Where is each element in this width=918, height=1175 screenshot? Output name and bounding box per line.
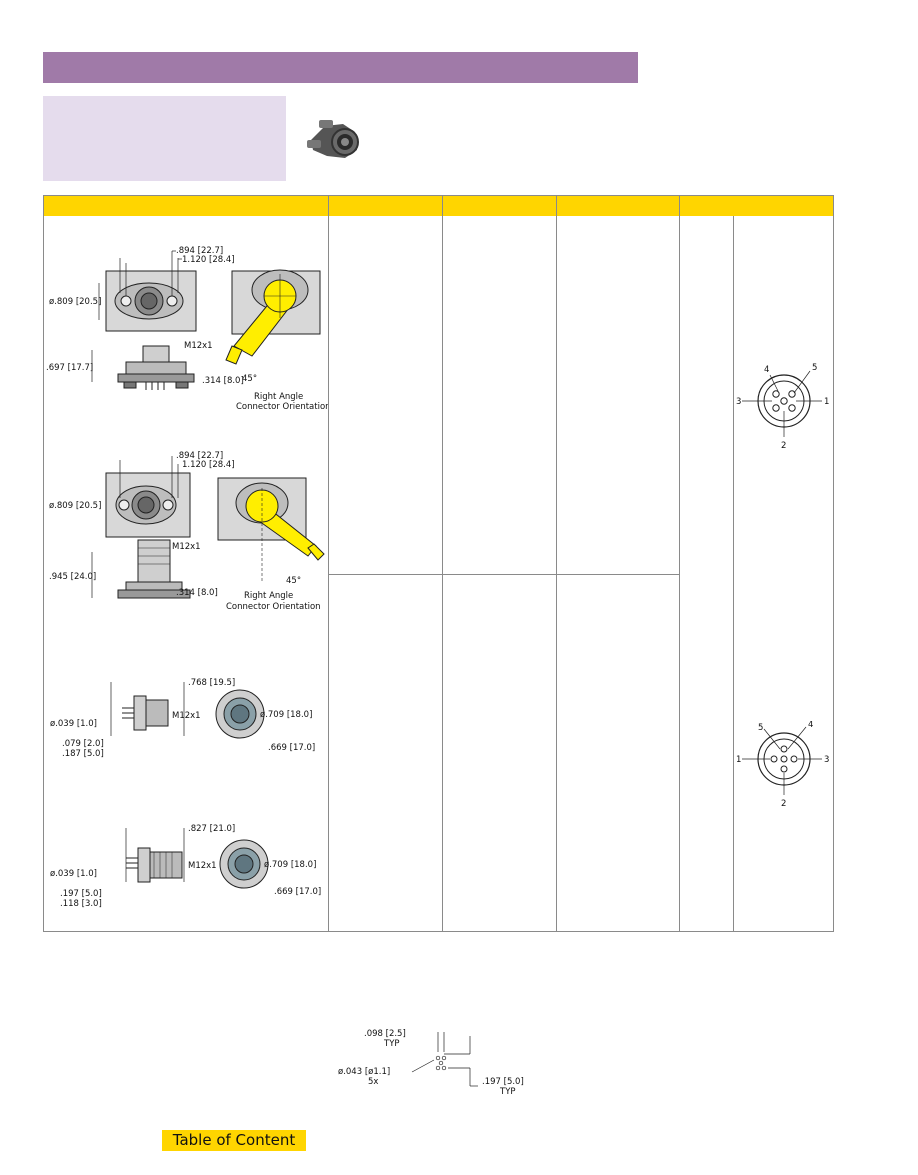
footprint-hole-count: 5x	[368, 1077, 378, 1087]
dim-pin-dia: ø.039 [1.0]	[50, 869, 97, 879]
pin-label: 5	[812, 363, 817, 373]
dim-angle: 45°	[242, 374, 257, 384]
dim-width: .894 [22.7]	[176, 246, 223, 256]
dimension-drawing-2: .894 [22.7] 1.120 [28.4] ø.809 [20.5] M1…	[49, 451, 325, 612]
col-divider	[733, 216, 734, 931]
row-divider	[328, 574, 680, 575]
pin-label: 1	[824, 397, 829, 407]
footprint-spacing-note: TYP	[383, 1039, 400, 1049]
pin-label: 3	[736, 397, 741, 407]
footprint-hole: ø.043 [ø1.1]	[338, 1067, 390, 1077]
footprint-pitch-note: TYP	[499, 1087, 516, 1097]
dim-dia: ø.709 [18.0]	[264, 860, 316, 870]
orientation-label-2: Connector Orientation	[236, 402, 328, 412]
pin-label: 2	[781, 799, 786, 809]
dim-length: .768 [19.5]	[188, 678, 235, 688]
dim-b: .187 [5.0]	[62, 749, 104, 759]
pin-label: 3	[824, 755, 829, 765]
dim-thread: M12x1	[172, 542, 201, 552]
dim-angle: 45°	[286, 576, 301, 586]
dim-a: .079 [2.0]	[62, 739, 104, 749]
header-cell-5	[680, 196, 833, 216]
table-of-content-link[interactable]: Table of Content	[162, 1130, 306, 1151]
dim-pin-dia: ø.039 [1.0]	[50, 719, 97, 729]
header-cell-3	[443, 196, 557, 216]
dim-flat: .669 [17.0]	[268, 743, 315, 753]
pin-label: 2	[781, 441, 786, 451]
pin-label: 5	[758, 723, 763, 733]
dim-flat: .669 [17.0]	[274, 887, 321, 897]
dimension-drawing-3: .768 [19.5] M12x1 ø.039 [1.0] .079 [2.0]…	[50, 678, 315, 759]
dim-width2: 1.120 [28.4]	[182, 255, 235, 265]
col-divider	[556, 216, 557, 931]
dim-length: .827 [21.0]	[188, 824, 235, 834]
section-banner	[43, 52, 638, 83]
dim-width: .894 [22.7]	[176, 451, 223, 461]
footprint-pitch: .197 [5.0]	[482, 1077, 524, 1087]
product-photo	[307, 120, 359, 158]
orientation-label-1: Right Angle	[244, 591, 293, 601]
header-cell-4	[557, 196, 680, 216]
pinout-diagram-male: 1 3 2 5 4	[736, 721, 829, 809]
dimension-drawing-4: .827 [21.0] M12x1 ø.039 [1.0] .197 [5.0]…	[50, 824, 321, 909]
pcb-footprint-drawing: .098 [2.5] TYP ø.043 [ø1.1] 5x .197 [5.0…	[338, 1029, 524, 1097]
dimension-drawing-1: .894 [22.7] 1.120 [28.4] ø.809 [20.5] M1…	[46, 246, 328, 412]
spec-table: .894 [22.7] 1.120 [28.4] ø.809 [20.5] M1…	[43, 195, 834, 932]
product-title-box	[43, 96, 286, 181]
pin-label: 1	[736, 755, 741, 765]
pin-label: 4	[764, 365, 769, 375]
header-cell-2	[329, 196, 443, 216]
footprint-spacing: .098 [2.5]	[364, 1029, 406, 1039]
header-cell-drawing	[44, 196, 329, 216]
dim-width2: 1.120 [28.4]	[182, 460, 235, 470]
col-divider	[442, 216, 443, 931]
orientation-label-2: Connector Orientation	[226, 602, 321, 612]
dim-thread: M12x1	[172, 711, 201, 721]
dim-thread: M12x1	[184, 341, 213, 351]
connector-photo-icon	[307, 120, 359, 158]
dim-a: .197 [5.0]	[60, 889, 102, 899]
dim-flange: .314 [8.0]	[202, 376, 244, 386]
dim-height: ø.809 [20.5]	[49, 297, 101, 307]
orientation-label-1: Right Angle	[254, 392, 303, 402]
pin-label: 4	[808, 721, 813, 730]
col-divider	[328, 216, 329, 931]
dim-thread: M12x1	[188, 861, 217, 871]
pinout-diagram-female: 3 1 2 4 5	[736, 363, 829, 451]
dim-height: ø.809 [20.5]	[49, 501, 101, 511]
dim-dia: ø.709 [18.0]	[260, 710, 312, 720]
dim-total-height: .697 [17.7]	[46, 363, 93, 373]
dim-total-height: .945 [24.0]	[49, 572, 96, 582]
dim-flange: .314 [8.0]	[176, 588, 218, 598]
dim-b: .118 [3.0]	[60, 899, 102, 909]
col-divider	[679, 216, 680, 931]
